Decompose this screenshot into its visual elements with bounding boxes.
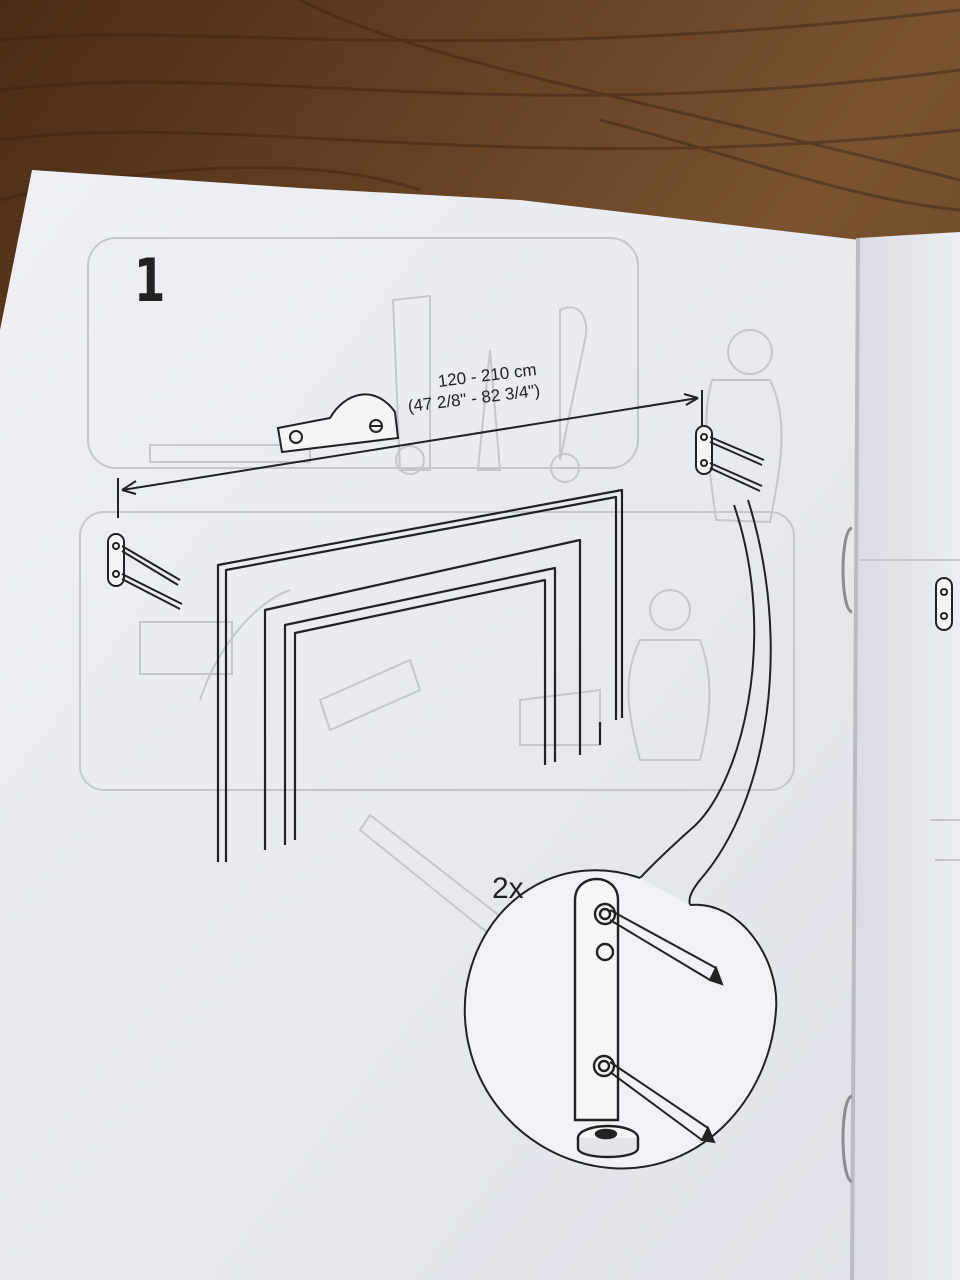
step-number: 1 [134, 246, 166, 316]
wood-grain [0, 0, 960, 212]
right-page-bracket-icon [935, 577, 953, 631]
binding-staples [841, 526, 854, 1184]
dimension-line [117, 390, 703, 518]
callout-line [639, 499, 772, 906]
right-page [852, 232, 960, 1280]
bracket-part-icon [276, 393, 400, 454]
right-wall-bracket-icon [695, 425, 765, 492]
detail-magnified-view [463, 869, 778, 1170]
show-through-artwork [79, 237, 960, 1041]
quantity-label: 2x [492, 872, 524, 905]
door-frame-illustration [216, 488, 624, 862]
left-wall-bracket-icon [107, 533, 183, 610]
